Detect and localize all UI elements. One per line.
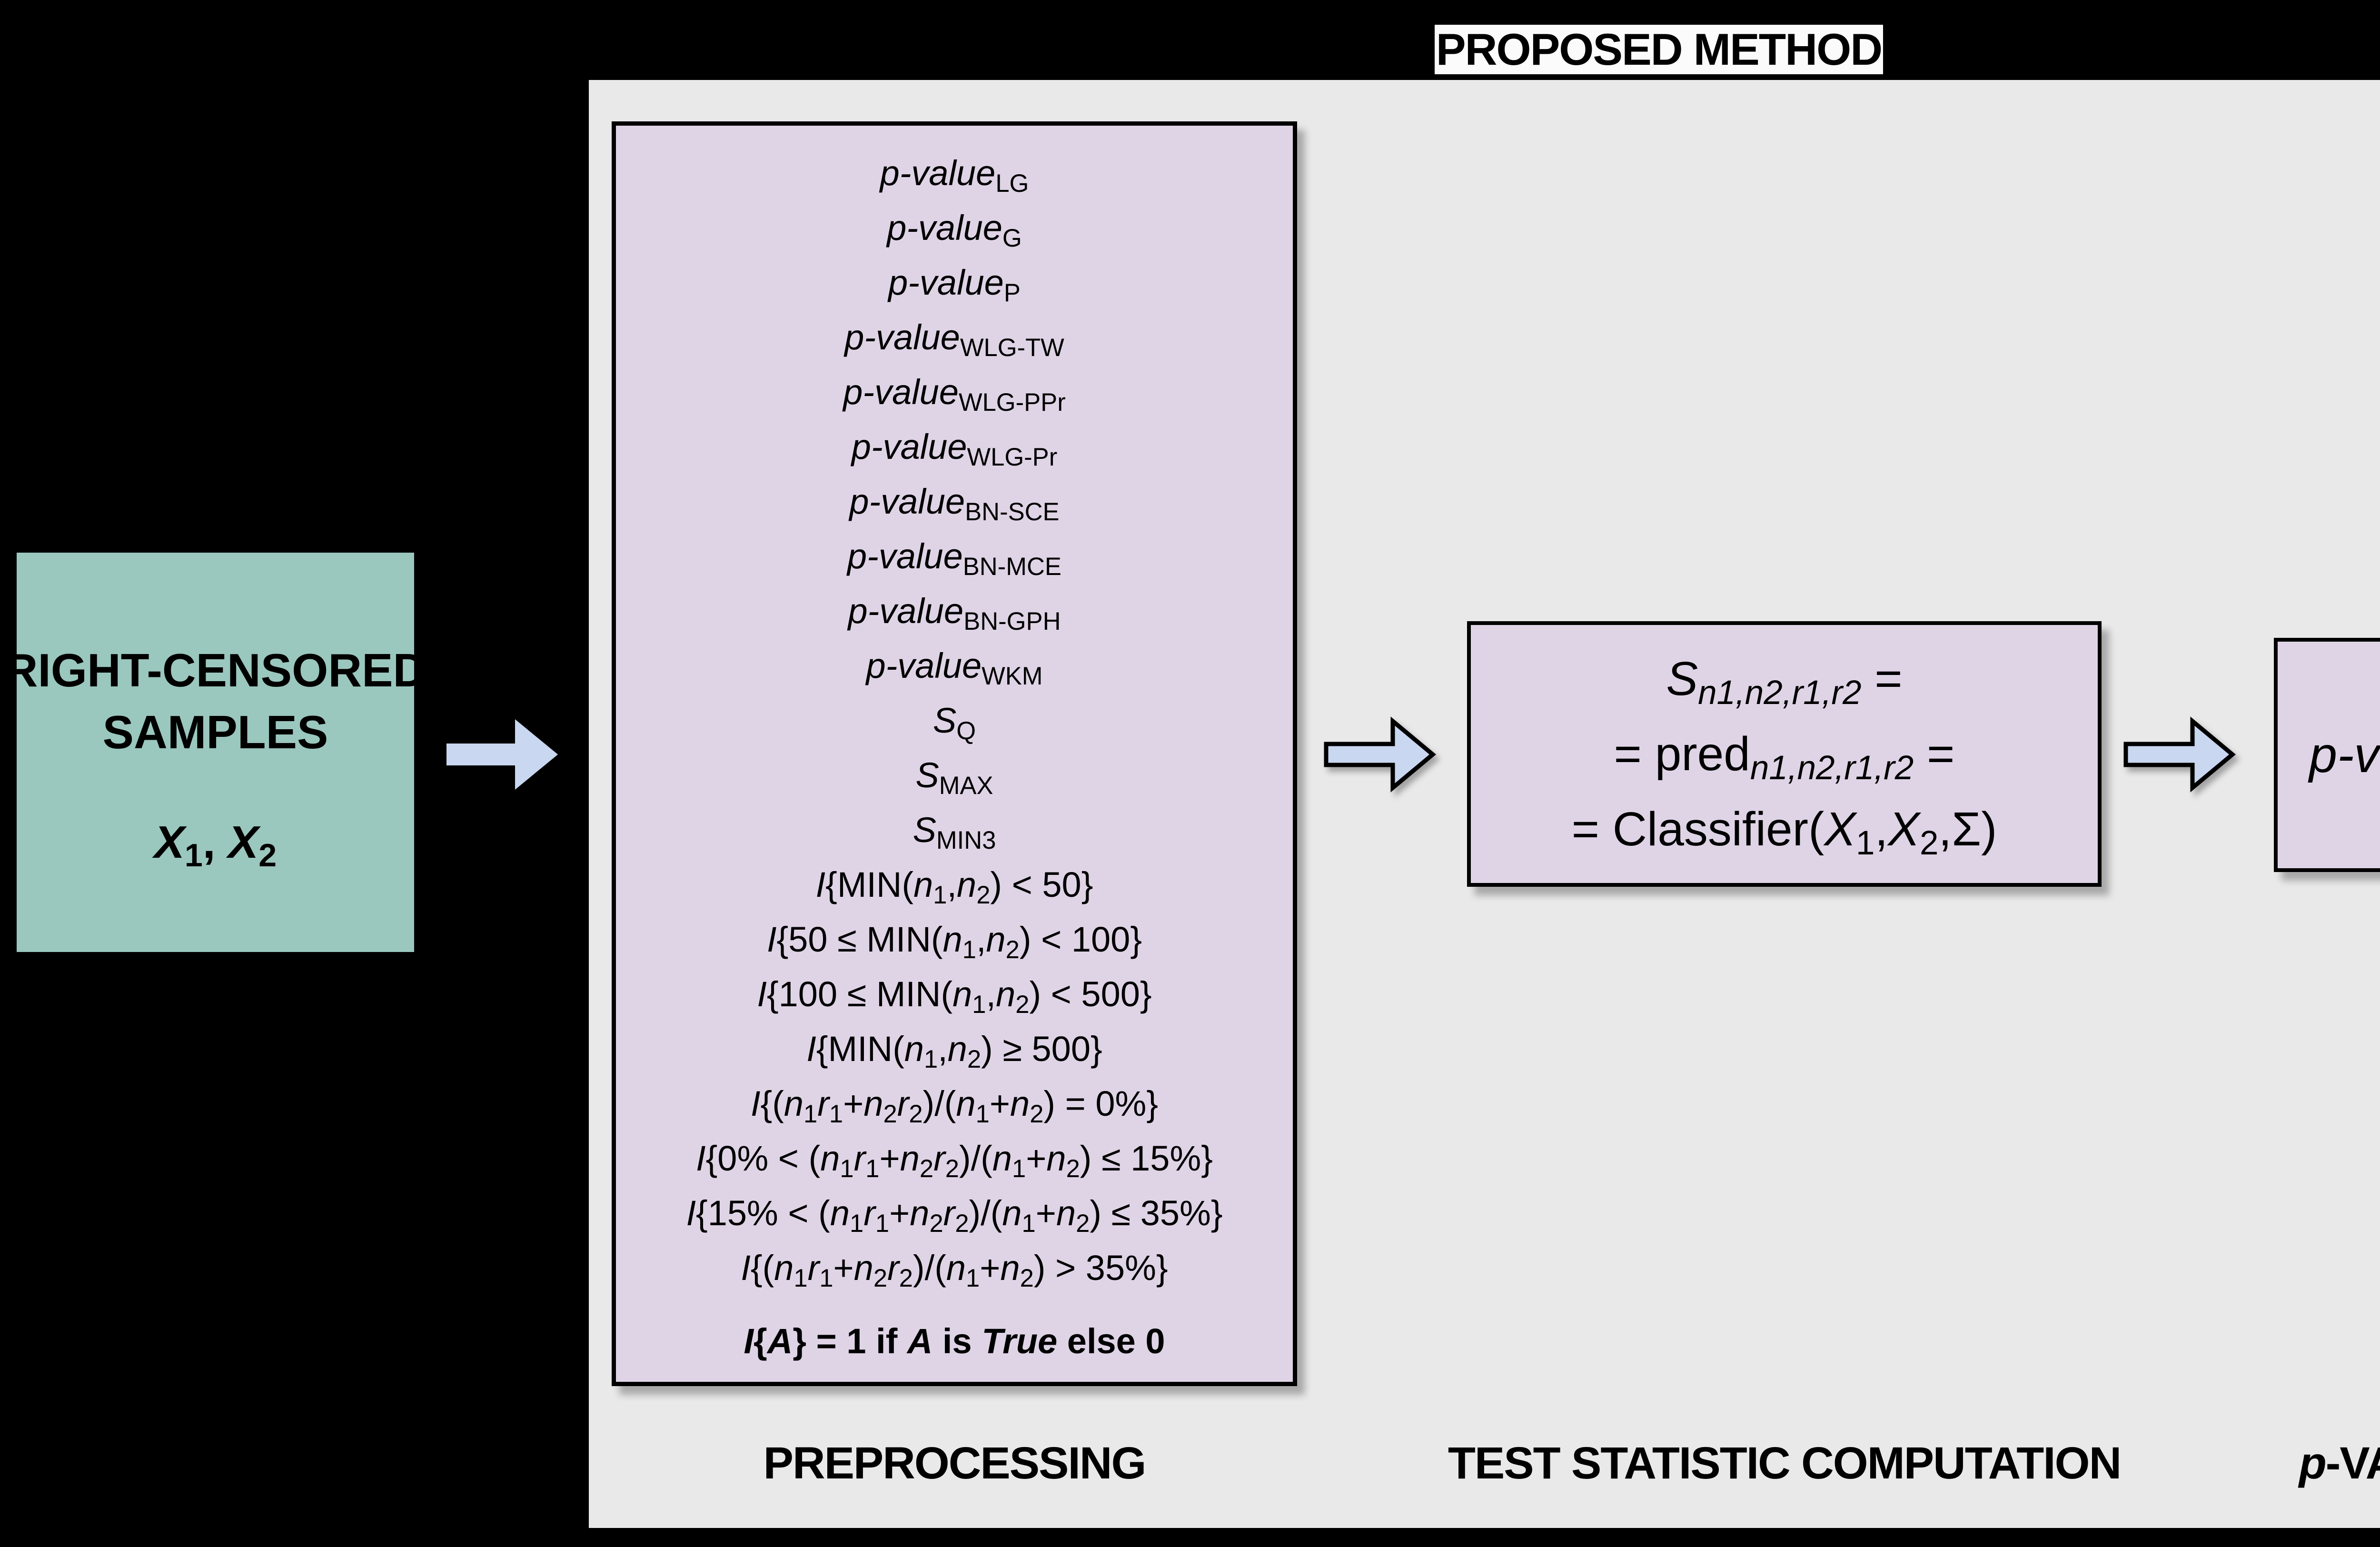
formula-line: p-valueP bbox=[888, 263, 1021, 307]
formula-line: p-valueWLG-Pr bbox=[851, 427, 1058, 472]
input-box-heading-line: SAMPLES bbox=[102, 706, 328, 758]
test-statistic-box: Sn1,n2,r1,r2 = = predn1,n2,r1,r2 = = Class… bbox=[1467, 621, 2102, 887]
formula-line: Sn1,n2,r1,r2 = bbox=[1666, 652, 1903, 712]
formula-line: SMIN3 bbox=[912, 810, 996, 855]
formula-line: I{(n1r1+n2r2)/(n1+n2) = 0%} bbox=[750, 1084, 1159, 1129]
preprocessing-features-box: p-valueLG p-valueG p-valueP p-valueWLG-TW p-… bbox=[612, 121, 1297, 1386]
input-samples-formula: X1, X2 bbox=[154, 817, 277, 874]
classifier-to-pvalue-arrow-icon bbox=[2123, 716, 2236, 793]
formula-line: p-valueG bbox=[887, 208, 1022, 253]
input-arrow-icon bbox=[446, 719, 558, 790]
formula-line: I{MIN(n1,n2) < 50} bbox=[815, 865, 1093, 910]
formula-line: p-valueWLG-TW bbox=[844, 317, 1064, 362]
formula-line: p-valueBN-SCE bbox=[849, 482, 1060, 526]
test-statistic-formula: Sn1,n2,r1,r2 = = predn1,n2,r1,r2 = = Class… bbox=[1471, 641, 2098, 867]
formula-line: SMAX bbox=[915, 755, 993, 800]
indicator-footnote: I{A} = 1 if A is True else 0 bbox=[744, 1321, 1165, 1361]
pvalue-box: p-value bbox=[2274, 638, 2380, 872]
right-censored-samples-box: RIGHT-CENSORED SAMPLES X1, X2 bbox=[4, 553, 426, 952]
formula-line: p-valueBN-GPH bbox=[848, 591, 1061, 636]
pvalue-section-label: p-VALUE bbox=[2299, 1438, 2380, 1488]
preprocessing-section-label: PREPROCESSING bbox=[763, 1438, 1147, 1488]
input-box-heading-line: RIGHT-CENSORED bbox=[4, 644, 427, 696]
formula-line: p-valueBN-MCE bbox=[847, 536, 1061, 581]
formula-line: p-valueLG bbox=[880, 153, 1029, 198]
formula-line: I{MIN(n1,n2) ≥ 500} bbox=[806, 1029, 1102, 1074]
page-title: PROPOSED METHOD bbox=[1435, 24, 1883, 74]
formula-line: I{0% < (n1r1+n2r2)/(n1+n2) ≤ 15%} bbox=[696, 1139, 1213, 1183]
formula-line: SQ bbox=[932, 701, 976, 745]
formula-line: I{100 ≤ MIN(n1,n2) < 500} bbox=[757, 974, 1152, 1019]
formula-line: I{15% < (n1r1+n2r2)/(n1+n2) ≤ 35%} bbox=[686, 1193, 1223, 1238]
formula-line: I{(n1r1+n2r2)/(n1+n2) > 35%} bbox=[741, 1248, 1168, 1293]
formula-line: = predn1,n2,r1,r2 = bbox=[1614, 727, 1955, 787]
feature-list: p-valueLG p-valueG p-valueP p-valueWLG-TW p-… bbox=[616, 146, 1293, 1295]
test-statistic-section-label: TEST STATISTIC COMPUTATION bbox=[1448, 1438, 2122, 1488]
formula-line: p-valueWLG-PPr bbox=[843, 372, 1066, 417]
formula-line: I{50 ≤ MIN(n1,n2) < 100} bbox=[766, 920, 1142, 964]
formula-line: = Classifier(X1,X2,Σ) bbox=[1571, 803, 1997, 863]
preprocessing-to-classifier-arrow-icon bbox=[1324, 716, 1437, 793]
pvalue-label: p-value bbox=[2309, 726, 2380, 783]
formula-line: p-valueWKM bbox=[866, 646, 1043, 691]
